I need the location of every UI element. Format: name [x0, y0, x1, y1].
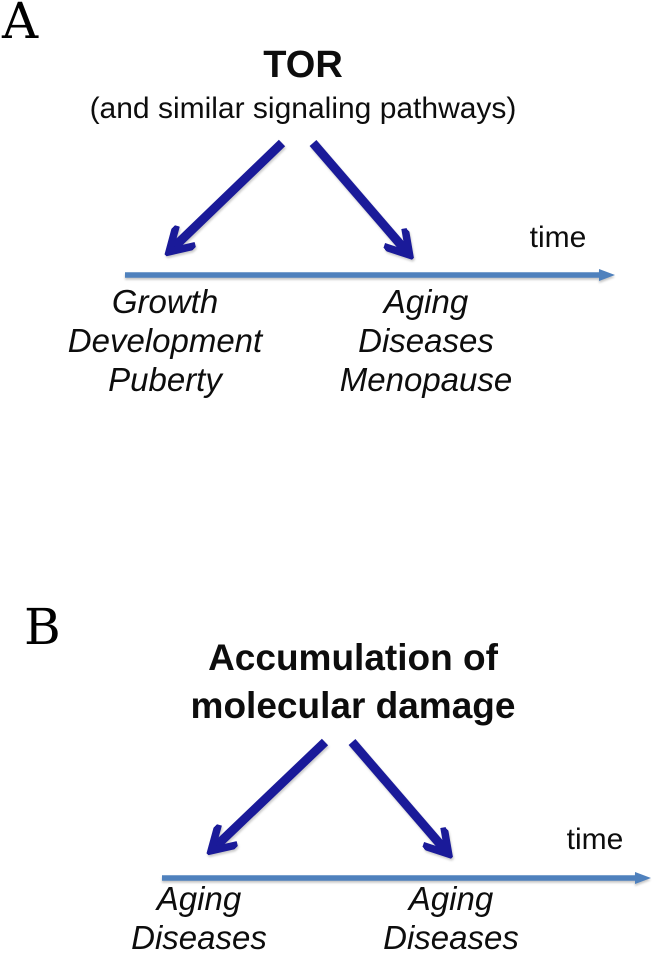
damage-to-early-aging-arrow: [214, 738, 329, 848]
panel-a-label: A: [2, 0, 39, 50]
panel-a-subtitle: (and similar signaling pathways): [89, 92, 517, 125]
panel-a-time-label: time: [529, 221, 587, 254]
panel-b-title-line2: molecular damage: [190, 685, 516, 726]
panel-a-title: TOR: [263, 44, 343, 86]
label-aging: Aging: [156, 880, 242, 917]
damage-to-late-aging-arrow: [348, 739, 446, 851]
panel-a-late-life-labels: Aging Diseases Menopause: [276, 282, 576, 399]
label-growth: Growth: [111, 283, 219, 320]
label-menopause: Menopause: [339, 361, 513, 398]
panel-b-time-label: time: [566, 823, 624, 856]
label-diseases: Diseases: [383, 919, 519, 956]
panel-b-late-aging-labels: Aging Diseases: [301, 879, 601, 956]
label-aging: Aging: [383, 283, 469, 320]
label-aging: Aging: [408, 880, 494, 917]
tor-to-early-life-arrow: [172, 139, 286, 249]
tor-to-late-life-arrow: [309, 140, 407, 252]
panel-b-title: Accumulation of molecular damage: [123, 634, 583, 730]
label-diseases: Diseases: [131, 919, 267, 956]
panel-b-early-aging-labels: Aging Diseases: [49, 879, 349, 956]
label-diseases: Diseases: [358, 322, 494, 359]
panel-b-label: B: [24, 598, 61, 656]
label-development: Development: [67, 322, 263, 359]
panel-a-early-life-labels: Growth Development Puberty: [15, 282, 315, 399]
panel-b-title-line1: Accumulation of: [208, 637, 498, 678]
label-puberty: Puberty: [108, 361, 222, 398]
